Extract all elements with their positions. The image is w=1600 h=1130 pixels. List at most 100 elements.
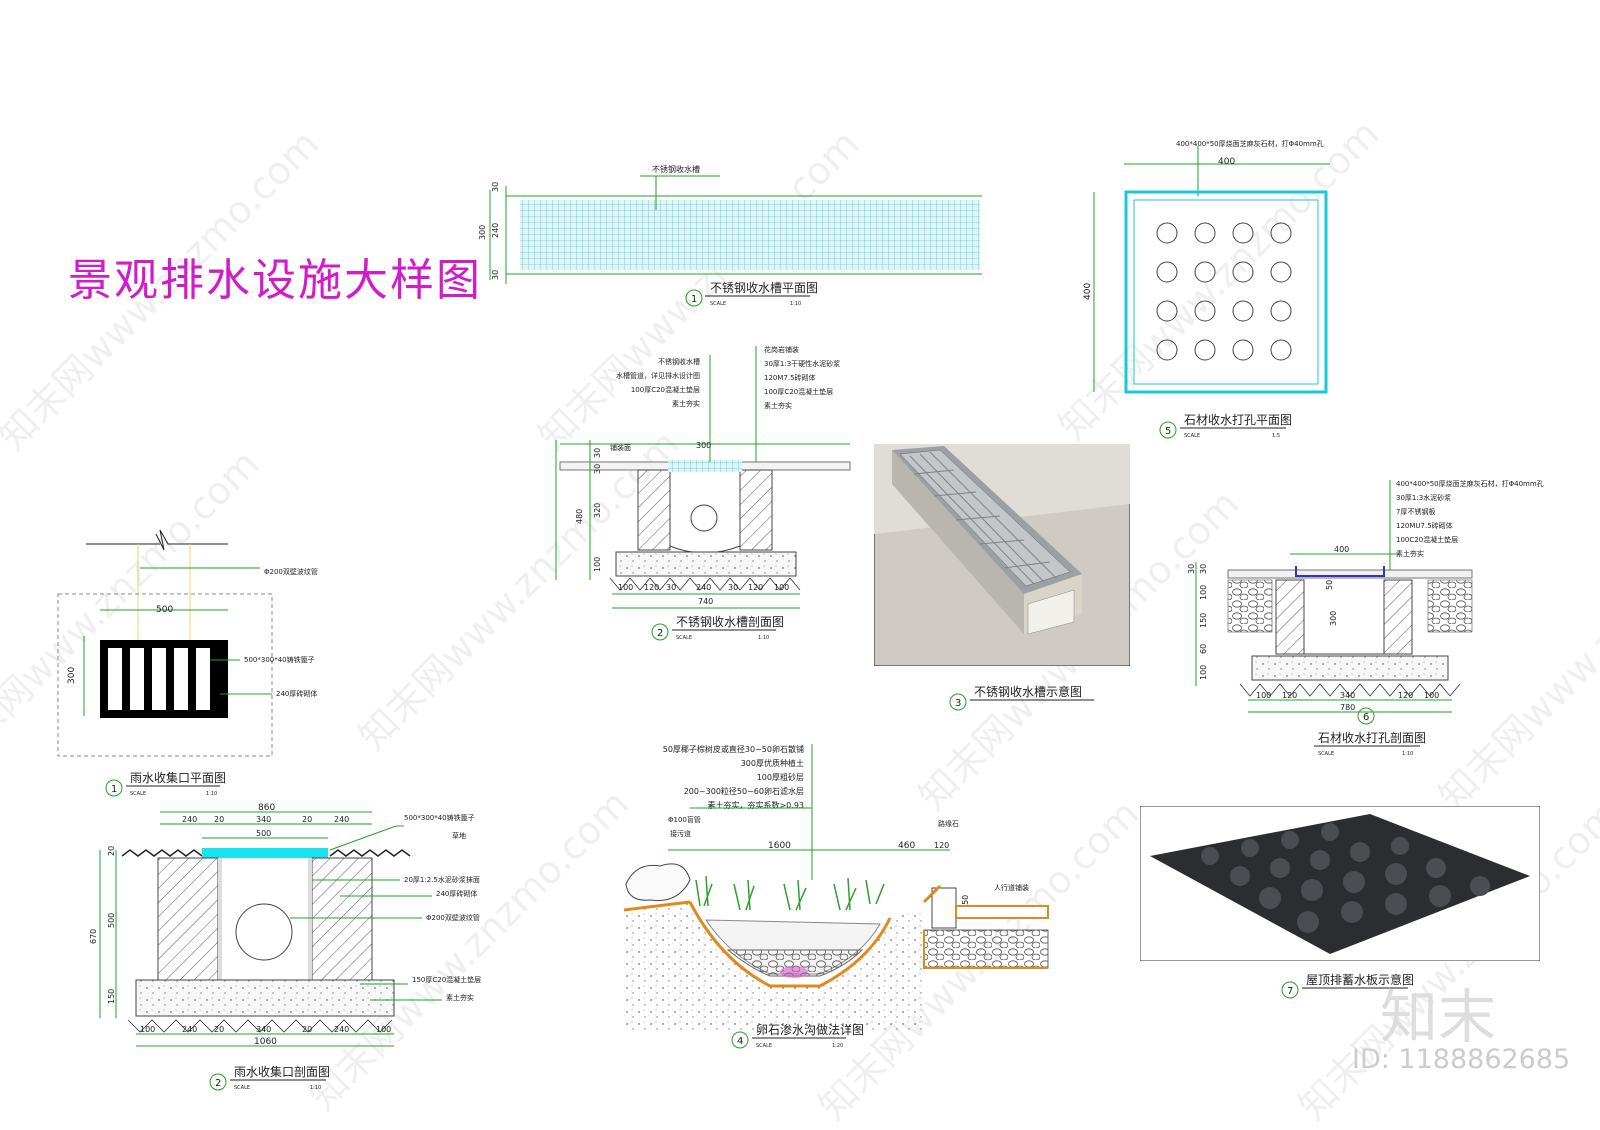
v-dim: 60: [1199, 644, 1208, 654]
pave-label: 铺装面: [610, 443, 631, 452]
h-dim: 100: [1424, 691, 1439, 700]
scale-word: SCALE: [130, 791, 146, 797]
h-dim: 100: [774, 583, 789, 592]
scale-value: 1:10: [790, 301, 801, 307]
detail-2-top-section: 不锈钢收水槽 水槽管道，详见排水设计图 100厚C20混凝土垫层 素土夯实 花岗…: [555, 345, 851, 641]
detail-6-stone-section: 400*400*50厚烧面芝麻灰石材，打Φ40mm孔 30厚1:3水泥砂浆 7厚…: [1187, 479, 1544, 757]
v-dim: 320: [593, 503, 602, 518]
note: Φ200双壁波纹管: [426, 913, 480, 922]
v-dim: 30: [1187, 564, 1196, 574]
h-dim: 340: [256, 1025, 271, 1034]
brand-logo: 知末: [1380, 983, 1497, 1051]
detail-1-left-plan: Φ200双壁波纹管 500 300 500*300*40铸铁篦子 240厚砖砌体…: [57, 529, 318, 797]
dim: 460: [898, 841, 915, 851]
note: 草地: [452, 831, 466, 840]
top-dim: 20: [302, 815, 312, 824]
dim-label: 300: [478, 225, 487, 240]
scale-value: 1:20: [832, 1043, 843, 1049]
note-right: 花岗岩铺装: [764, 345, 799, 354]
inner-dim: 300: [1329, 611, 1338, 626]
scale-value: 1:10: [310, 1085, 321, 1091]
h-dim: 20: [214, 1025, 224, 1034]
scale-word: SCALE: [234, 1085, 250, 1091]
h-dim: 120: [1398, 691, 1413, 700]
inner-dim: 50: [1325, 580, 1334, 590]
detail-number: 6: [1363, 712, 1369, 723]
top-dim: 400: [1334, 545, 1349, 554]
note-left: 不锈钢收水槽: [658, 357, 700, 366]
h-total: 780: [1340, 703, 1355, 712]
note: 30厚1:3水泥砂浆: [1396, 493, 1451, 502]
v-dim: 100: [1199, 665, 1208, 680]
asset-id: ID: 1188862685: [1352, 1044, 1571, 1075]
scale-word: SCALE: [676, 635, 692, 641]
h-dim: 240: [182, 1025, 197, 1034]
detail-name: 雨水收集口平面图: [130, 770, 226, 785]
detail-2-left-section: 860 240 20 340 20 240 500 500*300*40铸铁篦子…: [89, 803, 481, 1091]
note: 100C20混凝土垫层: [1396, 535, 1458, 544]
dim-label: 30: [491, 270, 500, 280]
detail-number: 2: [657, 628, 663, 639]
detail-name: 不锈钢收水槽平面图: [710, 281, 818, 295]
note-right: 120M7.5砖砌体: [764, 373, 816, 382]
v-dim: 100: [1199, 585, 1208, 600]
v-dim: 30: [1199, 564, 1208, 574]
detail-number: 7: [1287, 986, 1293, 997]
pipe-label: 接污道: [670, 829, 691, 838]
note-left: 100厚C20混凝土垫层: [631, 385, 700, 394]
note: 20厚1:2.5水泥砂浆抹面: [404, 875, 480, 884]
note: 100厚粗砂层: [757, 772, 804, 782]
detail-number: 4: [737, 1036, 743, 1047]
h-dim: 120: [748, 583, 763, 592]
h-dim: 240: [334, 1025, 349, 1034]
scale-value: 1:10: [206, 791, 217, 797]
note-left: 水槽管道，详见排水设计图: [616, 371, 700, 380]
scale-value: 1:5: [1272, 433, 1280, 439]
v-dim: 150: [1199, 613, 1208, 628]
note: 150厚C20混凝土垫层: [412, 975, 481, 984]
detail-4-pebble-ditch: 50厚椰子棕树皮或直径30~50卵石散铺 300厚优质种植土 100厚粗砂层 2…: [623, 744, 1049, 1049]
h-dim: 100: [140, 1025, 155, 1034]
note: 500*300*40铸铁篦子: [404, 813, 475, 822]
detail-name: 石材收水打孔剖面图: [1318, 731, 1426, 745]
h-dim: 100: [376, 1025, 391, 1034]
v-dim: 500: [107, 913, 116, 928]
h-dim: 120: [1282, 691, 1297, 700]
note: 120MU7.5砖砌体: [1396, 521, 1453, 530]
detail-number: 1: [691, 294, 697, 305]
h-total: 1060: [254, 1037, 277, 1047]
width-dim: 400: [1218, 157, 1235, 167]
grate-label: 500*300*40铸铁篦子: [244, 655, 315, 664]
trench-drain-photo: [874, 444, 1130, 666]
h-dim: 240: [696, 583, 711, 592]
v-dim: 30: [593, 448, 602, 458]
v-dim: 150: [107, 989, 116, 1004]
detail-1-top-plan: 不锈钢收水槽 30 300 240 30 1 不锈钢收水槽平面图 SCALE 1…: [478, 164, 982, 307]
h-dim: 340: [1340, 691, 1355, 700]
dim-label: 30: [491, 182, 500, 192]
top-total: 860: [258, 803, 275, 813]
v-dim: 100: [593, 557, 602, 572]
v-dim: 20: [107, 846, 116, 856]
detail-number: 2: [215, 1078, 221, 1089]
detail-name: 不锈钢收水槽示意图: [974, 684, 1082, 699]
detail-name: 雨水收集口剖面图: [234, 1064, 330, 1079]
note-right: 素土夯实: [764, 401, 792, 410]
trench-label: 不锈钢收水槽: [652, 164, 700, 174]
h-dim: 100: [618, 583, 633, 592]
detail-name: 卵石渗水沟做法详图: [756, 1022, 864, 1037]
note: 200~300粒径50~60卵石滤水层: [684, 786, 804, 796]
grate-width: 500: [156, 605, 173, 615]
height-dim: 400: [1083, 283, 1093, 300]
detail-7-label: 7 屋顶排蓄水板示意图: [1281, 972, 1414, 999]
scale-word: SCALE: [710, 301, 726, 307]
note: 400*400*50厚烧面芝麻灰石材，打Φ40mm孔: [1396, 479, 1544, 488]
h-dim: 100: [1256, 691, 1271, 700]
walk-label: 人行道铺装: [994, 883, 1029, 892]
top-dim: 240: [334, 815, 349, 824]
stone-note: 400*400*50厚烧面芝麻灰石材，打Φ40mm孔: [1176, 139, 1324, 148]
scale-value: 1:10: [758, 635, 769, 641]
note-right: 100厚C20混凝土垫层: [764, 387, 833, 396]
